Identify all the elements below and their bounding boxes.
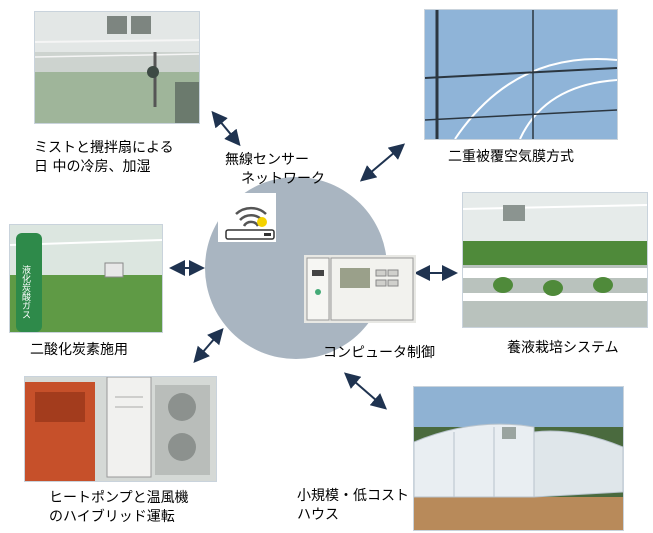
house-label-2: ハウス (297, 507, 339, 523)
co2-cylinder-text: 液化炭酸ガス (20, 264, 31, 319)
mist-label-2: 日 中の冷房、加湿 (34, 159, 151, 175)
heatpump-label-1: ヒートポンプと温風機 (49, 490, 189, 506)
hydroponics-label: 養液栽培システム (507, 340, 619, 356)
wireless-network-label-2: ネットワーク (241, 171, 325, 187)
wireless-network-label-1: 無線センサー (225, 152, 309, 168)
heatpump-photo (24, 376, 217, 482)
arrow-heatpump (193, 327, 224, 364)
hydroponics-photo (462, 192, 648, 328)
heatpump-label-2: のハイブリッド運転 (49, 509, 175, 525)
mist-fan-photo (34, 11, 200, 124)
co2-photo: 液化炭酸ガス (9, 224, 163, 333)
arrow-mist (211, 110, 241, 147)
arrow-double-film (359, 143, 406, 182)
double-film-photo (424, 9, 618, 140)
arrow-house (343, 372, 388, 410)
co2-label: 二酸化炭素施用 (30, 342, 128, 358)
small-house-photo (413, 386, 624, 531)
double-film-label: 二重被覆空気膜方式 (448, 149, 574, 165)
mist-label-1: ミストと攪拌扇による (34, 140, 174, 156)
computer-control-label: コンピュータ制御 (323, 345, 435, 361)
house-label-1: 小規模・低コスト (297, 488, 409, 504)
